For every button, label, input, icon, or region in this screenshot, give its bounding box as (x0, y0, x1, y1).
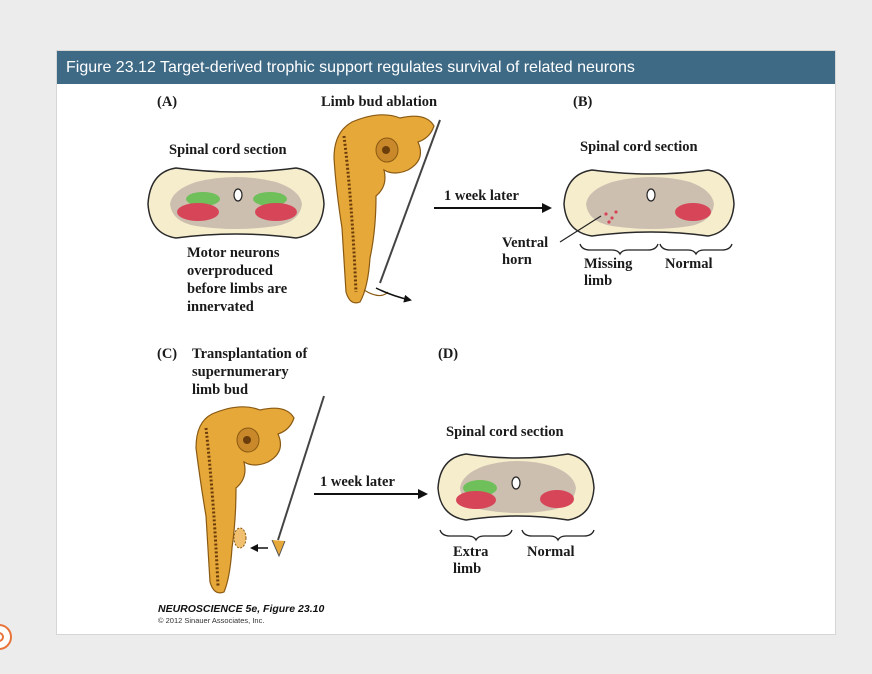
normal-label-b: Normal (665, 256, 713, 272)
limb-bud-graft (271, 539, 286, 558)
needle-c (277, 395, 325, 541)
ventral-horn-label: Ventral horn (502, 235, 552, 268)
neuron-cluster-right-d (540, 490, 574, 508)
bracket-extra-limb (439, 529, 513, 542)
missing-limb-label: Missing limb (584, 256, 636, 289)
neuron-cluster-right-a (253, 192, 297, 221)
neuron-cluster-right-b (675, 203, 711, 221)
central-canal-d (511, 476, 521, 490)
panel-c-arrow-label: 1 week later (320, 474, 395, 490)
credit-line-2: © 2012 Sinauer Associates, Inc. (158, 616, 264, 625)
needle-a (379, 119, 441, 284)
spinal-cord-section-b (563, 169, 735, 237)
panel-a-heading: Limb bud ablation (321, 94, 437, 110)
embryo-c (195, 406, 295, 594)
normal-label-d: Normal (527, 544, 575, 560)
bracket-missing-limb (579, 243, 659, 256)
neuron-cluster-left-d (456, 480, 497, 509)
embryo-a (333, 114, 435, 304)
ventral-horn-pointer (559, 215, 602, 243)
ablation-arrow-a (375, 287, 412, 303)
spinal-cord-section-a (147, 167, 325, 239)
figure-title: Figure 23.12 Target-derived trophic supp… (57, 51, 835, 84)
figure-card: Figure 23.12 Target-derived trophic supp… (56, 50, 836, 635)
bracket-normal-d (521, 529, 595, 542)
central-canal-a (233, 188, 243, 202)
neuron-cluster-left-a (177, 192, 220, 221)
spinal-cord-section-d (437, 453, 595, 521)
panel-b-letter: (B) (573, 94, 593, 110)
panel-d-letter: (D) (438, 346, 458, 362)
panel-d-section-label: Spinal cord section (446, 424, 564, 440)
panel-a-section-label: Spinal cord section (169, 142, 287, 158)
panel-c-title: Transplantation of supernumerary limb bu… (192, 346, 311, 398)
extra-limb-label: Extra limb (453, 544, 492, 577)
panel-c-heading: (C) (157, 346, 177, 362)
bracket-normal-b (659, 243, 733, 256)
panel-b-section-label: Spinal cord section (580, 139, 698, 155)
panel-b-arrow-label: 1 week later (444, 188, 519, 204)
credit-line-1: NEUROSCIENCE 5e, Figure 23.10 (158, 603, 324, 615)
central-canal-b (646, 188, 656, 202)
neuron-sparse-left-b (604, 210, 618, 224)
panel-a-letter: (A) (157, 94, 177, 110)
panel-a-caption: Motor neurons overproduced before limbs … (187, 245, 291, 315)
